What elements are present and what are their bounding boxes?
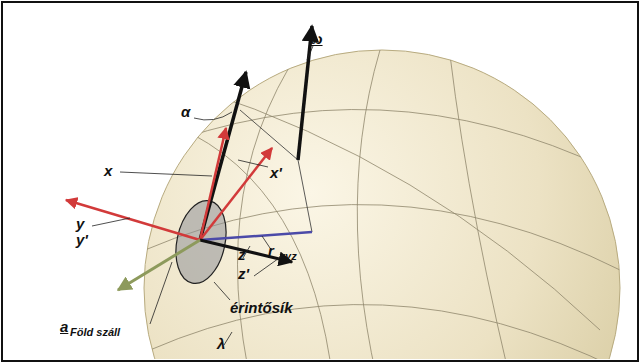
lambda-label: λ [217,336,225,351]
tangent-plane-label: érintősík [230,300,293,315]
omega-label: ω [310,31,323,46]
a-label: a [60,319,68,334]
x-label: x [104,163,112,178]
x-prime-label: x' [270,165,282,180]
grid-lines [145,50,620,359]
omega-vector [298,26,312,160]
r-subscript: xyz [279,251,297,262]
z-axis [200,148,272,240]
leader-lines [92,46,313,345]
z-label: z [238,247,246,262]
earth-sphere [144,50,620,359]
acceleration-vector [118,240,200,290]
position-vector [200,232,312,240]
y-label: y [76,216,84,231]
alpha-label: α [181,104,190,119]
normal-vector [200,72,246,240]
r-label: r [268,243,274,258]
z-prime-label: z' [238,266,249,281]
a-subscript: Föld száll [70,327,120,338]
y-prime-label: y' [76,232,88,247]
